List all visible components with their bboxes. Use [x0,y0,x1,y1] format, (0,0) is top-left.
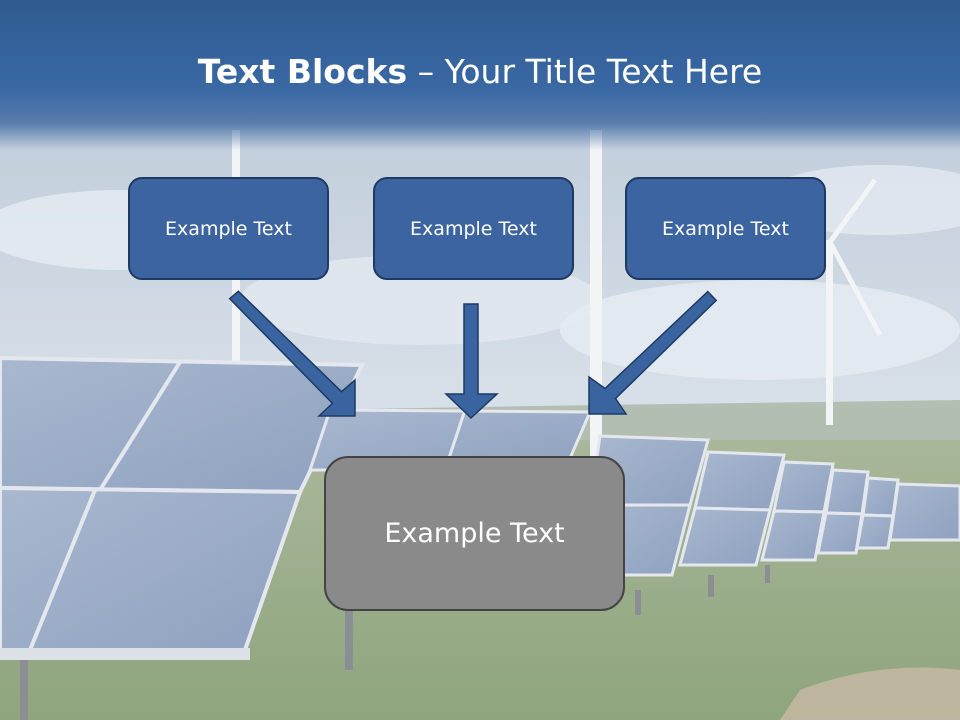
text-block-1-label: Example Text [165,217,292,240]
slide-title-bold: Text Blocks [197,52,408,91]
result-text-block-label: Example Text [384,518,565,549]
slide-title-rest: – Your Title Text Here [407,52,763,91]
text-block-2[interactable]: Example Text [373,177,574,280]
arrow-center-down [444,303,499,420]
text-block-2-label: Example Text [410,217,537,240]
arrow-left-diagonal [228,290,356,417]
arrow-right-diagonal [588,290,718,415]
slide-title: Text Blocks – Your Title Text Here [0,52,960,91]
text-block-3[interactable]: Example Text [625,177,826,280]
text-block-1[interactable]: Example Text [128,177,329,280]
title-bar [0,0,960,150]
result-text-block[interactable]: Example Text [324,456,625,611]
text-block-3-label: Example Text [662,217,789,240]
